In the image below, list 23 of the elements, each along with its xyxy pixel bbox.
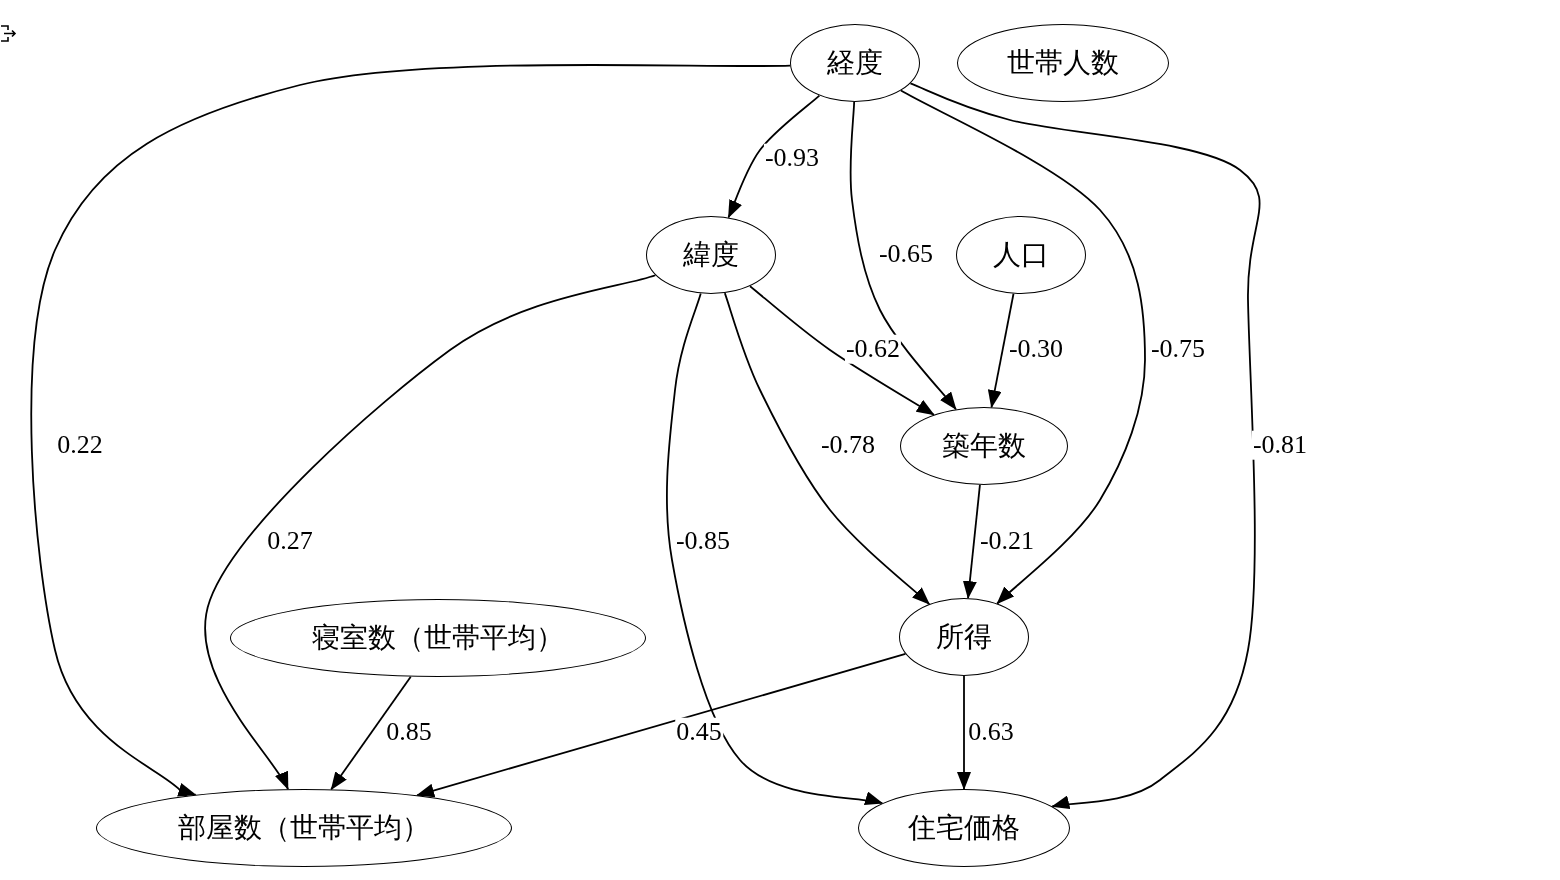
- node-label: 人口: [993, 238, 1049, 272]
- edge-label: -0.81: [1251, 430, 1309, 460]
- node-label: 寝室数（世帯平均）: [312, 621, 564, 655]
- arrow: [849, 101, 957, 411]
- arrow: [723, 292, 931, 605]
- node-label: 住宅価格: [908, 811, 1020, 845]
- arrow: [962, 484, 981, 600]
- node-label: 世帯人数: [1007, 46, 1119, 80]
- node-label: 部屋数（世帯平均）: [178, 811, 430, 845]
- arrow: [666, 292, 884, 807]
- arrow: [900, 89, 1146, 605]
- arrow: [204, 274, 657, 790]
- arrow: [330, 675, 412, 791]
- node-label: 緯度: [683, 238, 739, 272]
- arrow: [749, 285, 935, 416]
- node-label: 築年数: [942, 429, 1026, 463]
- edge-label: -0.62: [844, 334, 902, 364]
- arrow: [416, 653, 907, 798]
- arrow: [987, 292, 1015, 409]
- arrow: [909, 82, 1261, 811]
- arrow: [957, 675, 971, 790]
- node-label: 経度: [827, 46, 883, 80]
- node-label: 所得: [936, 620, 992, 654]
